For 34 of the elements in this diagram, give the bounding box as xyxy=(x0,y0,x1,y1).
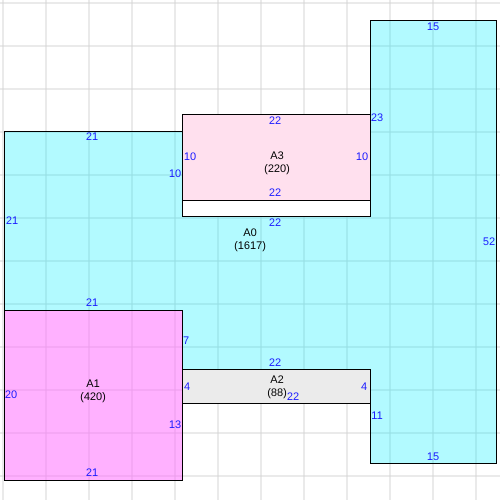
floor-area xyxy=(4,310,183,481)
dimension-label: 10 xyxy=(184,151,196,163)
dimension-label: 52 xyxy=(482,236,496,248)
area-size: (420) xyxy=(80,391,106,404)
dimension-label: 15 xyxy=(426,21,440,33)
area-size: (220) xyxy=(264,163,290,176)
dimension-label: 21 xyxy=(86,297,98,309)
dimension-label: 22 xyxy=(268,187,282,199)
dimension-label: 10 xyxy=(168,168,182,180)
dimension-label: 7 xyxy=(182,335,190,347)
area-name: A1 xyxy=(85,378,101,391)
dimension-label: 11 xyxy=(371,410,383,422)
dimension-label: 4 xyxy=(360,381,368,393)
floor-area xyxy=(4,20,497,464)
area-size: (1617) xyxy=(234,240,266,253)
dimension-label: 4 xyxy=(184,381,190,393)
dimension-label: 13 xyxy=(168,419,182,431)
dimension-label: 22 xyxy=(286,391,300,403)
dimension-label: 15 xyxy=(426,451,440,463)
dimension-label: 21 xyxy=(86,467,98,479)
dimension-label: 10 xyxy=(356,151,368,163)
dimension-label: 22 xyxy=(268,217,282,229)
area-size: (88) xyxy=(267,387,287,400)
dimension-label: 22 xyxy=(268,115,282,127)
area-name: A2 xyxy=(269,374,285,387)
area-name: A0 xyxy=(242,227,258,240)
area-name: A3 xyxy=(269,150,285,163)
dimension-label: 21 xyxy=(6,215,18,227)
floor-area xyxy=(182,114,371,217)
dimension-label: 22 xyxy=(268,357,282,369)
floor-area xyxy=(182,369,371,404)
dimension-label: 23 xyxy=(370,112,384,124)
dimension-label: 21 xyxy=(86,131,98,143)
dimension-label: 20 xyxy=(4,389,18,401)
